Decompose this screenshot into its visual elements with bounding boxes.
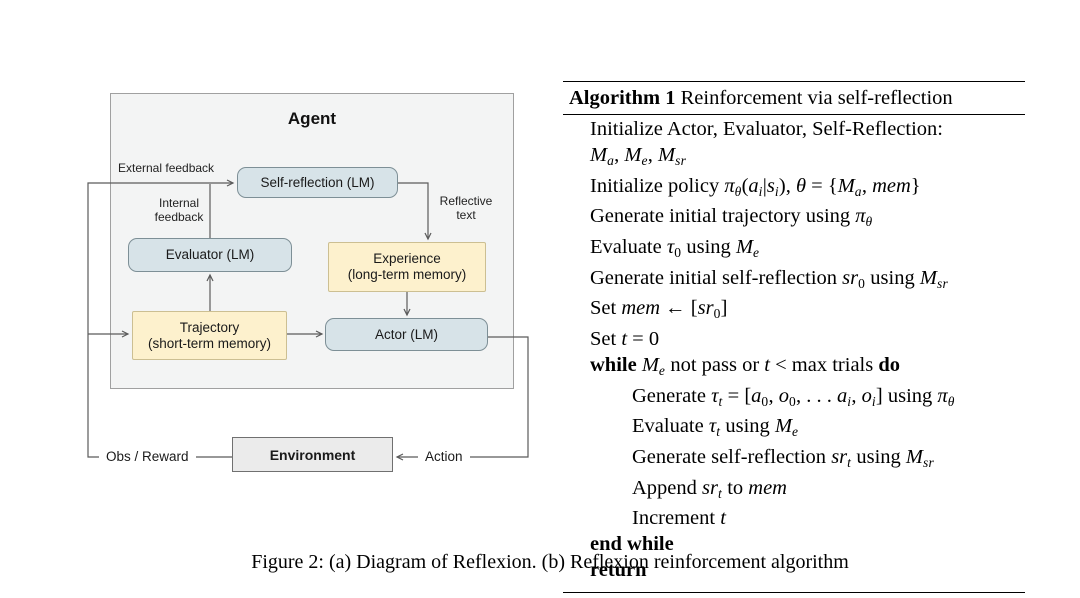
algorithm-line: Increment t xyxy=(632,507,726,530)
reflective-text-label: Reflective text xyxy=(439,194,493,222)
trajectory-box: Trajectory (short-term memory) xyxy=(132,311,287,360)
algorithm-line: Evaluate τ0 using Me xyxy=(590,235,760,260)
algorithm-line: Set mem ← [sr0] xyxy=(590,297,728,322)
self-reflection-label: Self-reflection (LM) xyxy=(260,174,375,190)
algorithm-line: while Me not pass or t < max trials do xyxy=(590,353,901,378)
agent-title: Agent xyxy=(287,109,337,128)
algorithm-header: Algorithm 1 Reinforcement via self-refle… xyxy=(563,82,1025,114)
algorithm-line: Ma, Me, Msr xyxy=(590,143,687,168)
algorithm-lines: Initialize Actor, Evaluator, Self-Reflec… xyxy=(563,115,1025,592)
obs-reward-label: Obs / Reward xyxy=(99,448,196,466)
environment-box: Environment xyxy=(232,437,393,472)
algorithm-line: Evaluate τt using Me xyxy=(632,415,799,440)
algorithm-header-title: Reinforcement via self-reflection xyxy=(675,87,953,109)
evaluator-box: Evaluator (LM) xyxy=(128,238,292,272)
algorithm-panel: Algorithm 1 Reinforcement via self-refle… xyxy=(563,81,1025,594)
environment-label: Environment xyxy=(269,446,356,463)
trajectory-subtitle: (short-term memory) xyxy=(147,335,271,351)
experience-box: Experience (long-term memory) xyxy=(328,242,486,292)
experience-title: Experience xyxy=(373,251,441,266)
algorithm-line: Initialize Actor, Evaluator, Self-Reflec… xyxy=(590,118,943,140)
algorithm-line: Generate τt = [a0, o0, . . . ai, oi] usi… xyxy=(632,384,955,409)
algorithm-mid-rule xyxy=(563,114,1025,115)
wire-self-reflection-to-experience xyxy=(397,182,432,241)
algorithm-line: Generate initial self-reflection sr0 usi… xyxy=(590,266,949,291)
algorithm-line: Generate initial trajectory using πθ xyxy=(590,205,873,230)
action-label: Action xyxy=(418,448,470,466)
algorithm-line: end while xyxy=(590,533,674,556)
internal-feedback-label: Internal feedback xyxy=(154,196,204,224)
trajectory-title: Trajectory xyxy=(179,319,240,335)
actor-box: Actor (LM) xyxy=(325,318,488,351)
algorithm-header-number: Algorithm 1 xyxy=(569,87,676,109)
algorithm-line: Initialize policy πθ(ai|si), θ = {Ma, me… xyxy=(590,174,921,199)
algorithm-bottom-rule xyxy=(563,592,1025,594)
algorithm-top-rule xyxy=(563,81,1025,82)
actor-label: Actor (LM) xyxy=(374,326,438,342)
algorithm-line: return xyxy=(590,559,647,582)
external-feedback-label: External feedback xyxy=(118,161,215,175)
experience-subtitle: (long-term memory) xyxy=(347,267,467,282)
algorithm-line: Generate self-reflection srt using Msr xyxy=(632,446,935,470)
algorithm-line: Append srt to mem xyxy=(632,476,787,501)
wire-actor-to-environment xyxy=(395,336,529,461)
algorithm-line: Set t = 0 xyxy=(590,328,660,351)
evaluator-label: Evaluator (LM) xyxy=(165,247,255,262)
self-reflection-box: Self-reflection (LM) xyxy=(237,167,398,198)
figure-caption: Figure 2: (a) Diagram of Reflexion. (b) … xyxy=(251,551,849,573)
